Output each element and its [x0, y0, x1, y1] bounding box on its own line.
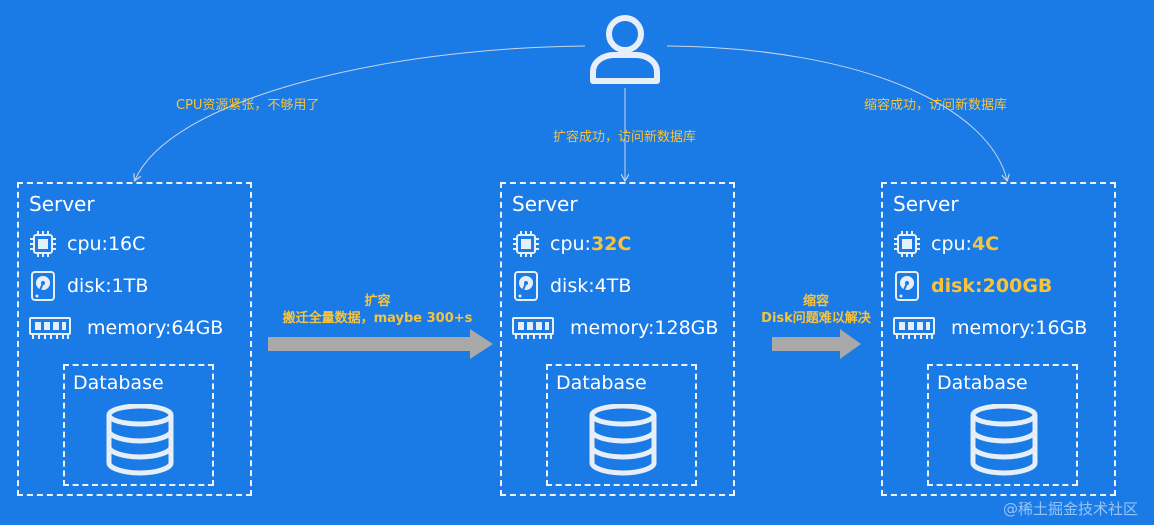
- memory-label: memory:: [570, 317, 655, 339]
- edge-label-3: 缩容成功，访问新数据库: [864, 98, 1008, 113]
- server-box-3: Server cpu: 4C disk: 200GB memory: 16GB …: [881, 182, 1116, 496]
- memory-row: memory: 128GB: [512, 312, 718, 344]
- memory-label: memory:: [87, 317, 172, 339]
- transition-title: 缩容: [802, 294, 829, 309]
- cpu-value: 16C: [107, 233, 146, 255]
- scale-up-arrow: [268, 329, 493, 359]
- cpu-icon: [29, 230, 57, 258]
- edge-label-1: CPU资源紧张，不够用了: [176, 98, 320, 113]
- cpu-label: cpu:: [550, 233, 591, 255]
- memory-label: memory:: [951, 317, 1036, 339]
- disk-icon: [893, 271, 921, 301]
- memory-value: 128GB: [654, 317, 719, 339]
- server-title: Server: [893, 192, 959, 216]
- database-box: Database: [927, 364, 1078, 486]
- server-box-2: Server cpu: 32C disk: 4TB memory: 128GB …: [500, 182, 735, 496]
- database-title: Database: [73, 372, 164, 394]
- server-title: Server: [512, 192, 578, 216]
- memory-value: 16GB: [1035, 317, 1088, 339]
- database-icon: [969, 403, 1039, 480]
- disk-row: disk: 200GB: [893, 270, 1052, 302]
- transition-detail: 搬迁全量数据，maybe 300+s: [282, 311, 473, 326]
- cpu-label: cpu:: [67, 233, 108, 255]
- memory-row: memory: 16GB: [893, 312, 1087, 344]
- database-box: Database: [546, 364, 697, 486]
- disk-row: disk: 4TB: [512, 270, 631, 302]
- database-icon: [588, 403, 658, 480]
- disk-value: 1TB: [111, 275, 149, 297]
- memory-value: 64GB: [171, 317, 224, 339]
- transition-title: 扩容: [364, 294, 391, 309]
- cpu-icon: [512, 230, 540, 258]
- edge-user-to-server-1: [135, 45, 586, 180]
- edge-label-2: 扩容成功，访问新数据库: [553, 130, 697, 145]
- memory-icon: [893, 315, 935, 341]
- cpu-row: cpu: 4C: [893, 228, 999, 260]
- database-box: Database: [63, 364, 214, 486]
- user-icon: [588, 12, 662, 88]
- database-title: Database: [937, 372, 1028, 394]
- disk-icon: [512, 271, 540, 301]
- disk-row: disk: 1TB: [29, 270, 148, 302]
- scale-down-arrow: [772, 329, 861, 359]
- memory-icon: [29, 315, 71, 341]
- disk-value: 200GB: [982, 275, 1053, 297]
- cpu-value: 32C: [590, 233, 632, 255]
- transition-detail: Disk问题难以解决: [761, 311, 871, 326]
- cpu-row: cpu: 32C: [512, 228, 631, 260]
- edge-user-to-server-3: [666, 45, 1007, 180]
- cpu-label: cpu:: [931, 233, 972, 255]
- database-icon: [105, 403, 175, 480]
- server-title: Server: [29, 192, 95, 216]
- database-title: Database: [556, 372, 647, 394]
- memory-row: memory: 64GB: [29, 312, 223, 344]
- disk-label: disk:: [67, 275, 112, 297]
- disk-icon: [29, 271, 57, 301]
- disk-label: disk:: [931, 275, 983, 297]
- cpu-value: 4C: [971, 233, 1000, 255]
- disk-label: disk:: [550, 275, 595, 297]
- disk-value: 4TB: [594, 275, 632, 297]
- server-box-1: Server cpu: 16C disk: 1TB memory: 64GB D…: [17, 182, 252, 496]
- cpu-row: cpu: 16C: [29, 228, 145, 260]
- cpu-icon: [893, 230, 921, 258]
- memory-icon: [512, 315, 554, 341]
- watermark: @稀土掘金技术社区: [1002, 500, 1138, 518]
- transition-label-2: 缩容 Disk问题难以解决: [752, 293, 880, 327]
- transition-label-1: 扩容 搬迁全量数据，maybe 300+s: [270, 293, 485, 327]
